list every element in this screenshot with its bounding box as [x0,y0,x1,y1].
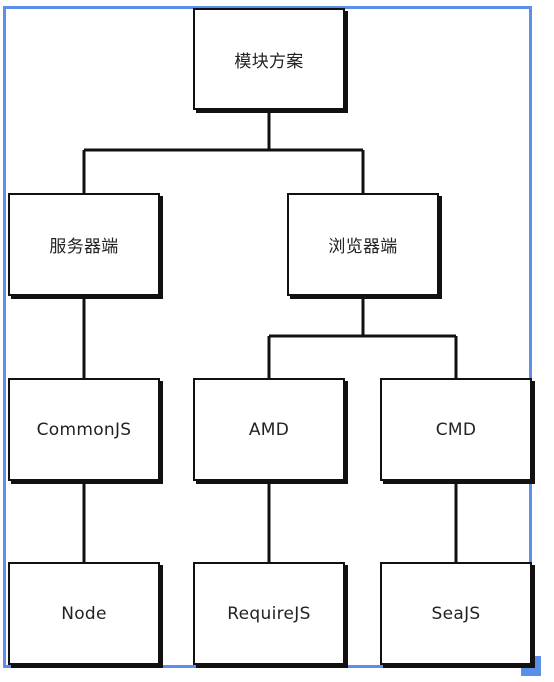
node-requirejs: RequireJS [193,562,345,665]
node-root: 模块方案 [193,8,345,110]
node-commonjs: CommonJS [8,378,160,481]
node-node: Node [8,562,160,665]
node-commonjs-label: CommonJS [36,419,132,440]
node-seajs-label: SeaJS [431,603,481,624]
node-requirejs-label: RequireJS [227,603,311,624]
node-amd-label: AMD [248,419,290,440]
node-browser-label: 浏览器端 [328,237,398,257]
node-amd: AMD [193,378,345,481]
node-seajs: SeaJS [380,562,532,665]
node-cmd-label: CMD [435,419,477,440]
node-cmd: CMD [380,378,532,481]
node-server-label: 服务器端 [49,237,119,257]
node-browser: 浏览器端 [287,193,439,296]
node-server: 服务器端 [8,193,160,296]
node-node-label: Node [61,603,107,624]
node-root-label: 模块方案 [234,51,304,72]
